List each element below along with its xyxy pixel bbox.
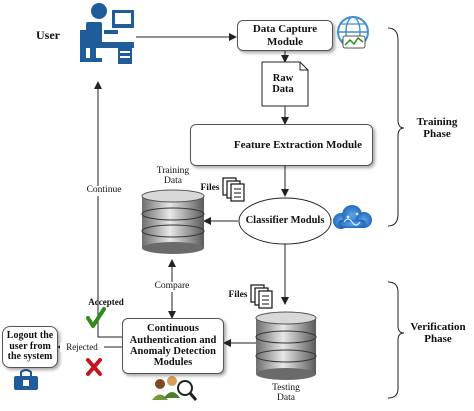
- files-label-bottom: Files: [228, 290, 248, 300]
- files-stack-icon-bottom: [250, 284, 273, 309]
- data-capture-label-line2: Module: [266, 35, 304, 48]
- continuous-auth-line2: Authentication and: [129, 334, 217, 346]
- check-mark-icon: [86, 307, 106, 328]
- compare-label: Compare: [148, 281, 196, 292]
- raw-data-line1: Raw: [272, 73, 294, 84]
- verification-phase-line2: Phase: [424, 332, 452, 345]
- continuous-auth-line3: Anomaly Detection: [129, 346, 216, 357]
- logout-line2: user from: [9, 340, 51, 352]
- globe-chart-icon: [337, 16, 369, 49]
- training-phase-line1: Training: [416, 116, 458, 128]
- verification-phase-brace: [387, 281, 405, 399]
- training-data-label: Training Data: [146, 166, 200, 187]
- classifier-node-shape: [238, 197, 332, 245]
- user-label: User: [36, 28, 60, 42]
- raw-data-document: [261, 61, 309, 107]
- rejected-label: Rejected: [60, 342, 104, 353]
- brain-cloud-icon: [333, 205, 372, 229]
- files-stack-icon-top: [222, 177, 245, 202]
- data-capture-label-line1: Data Capture: [252, 23, 318, 36]
- verification-phase-line1: Verification: [410, 321, 466, 333]
- training-phase-label: Training Phase: [405, 116, 469, 140]
- training-phase-line2: Phase: [423, 127, 451, 140]
- continuous-auth-node: Continuous Authentication and Anomaly De…: [122, 318, 224, 374]
- training-data-line1: Training: [156, 166, 190, 176]
- files-label-top: Files: [200, 183, 220, 193]
- testing-data-label: Testing Data: [262, 383, 310, 404]
- raw-data-label: Raw Data: [262, 73, 304, 95]
- verification-phase-label: Verification Phase: [403, 321, 473, 345]
- continuous-auth-line4: Modules: [153, 357, 193, 369]
- testing-data-line1: Testing: [272, 383, 300, 393]
- feature-extraction-module-node: Feature Extraction Module: [190, 124, 373, 166]
- logout-node: Logout the user from the system: [2, 326, 58, 368]
- lock-briefcase-icon: [14, 369, 38, 390]
- logout-line3: the system: [7, 351, 53, 363]
- training-database-icon: [141, 189, 205, 254]
- feature-extraction-label: Feature Extraction Module: [233, 139, 362, 151]
- continuous-auth-line1: Continuous: [147, 323, 199, 335]
- training-data-line2: Data: [164, 175, 182, 186]
- classifier-label: Classifier Moduls: [245, 215, 325, 226]
- x-mark-icon: [86, 358, 102, 376]
- raw-data-line2: Data: [272, 84, 294, 96]
- logout-line1: Logout the: [6, 329, 54, 341]
- person-at-computer-icon: [80, 3, 134, 64]
- testing-data-line2: Data: [277, 392, 295, 403]
- training-phase-brace: [387, 27, 405, 227]
- accepted-label: Accepted: [88, 297, 124, 307]
- people-search-icon: [152, 376, 198, 401]
- edge-accepted-continue: [94, 81, 122, 338]
- continue-label: Continue: [80, 185, 128, 196]
- testing-database-icon: [255, 311, 317, 380]
